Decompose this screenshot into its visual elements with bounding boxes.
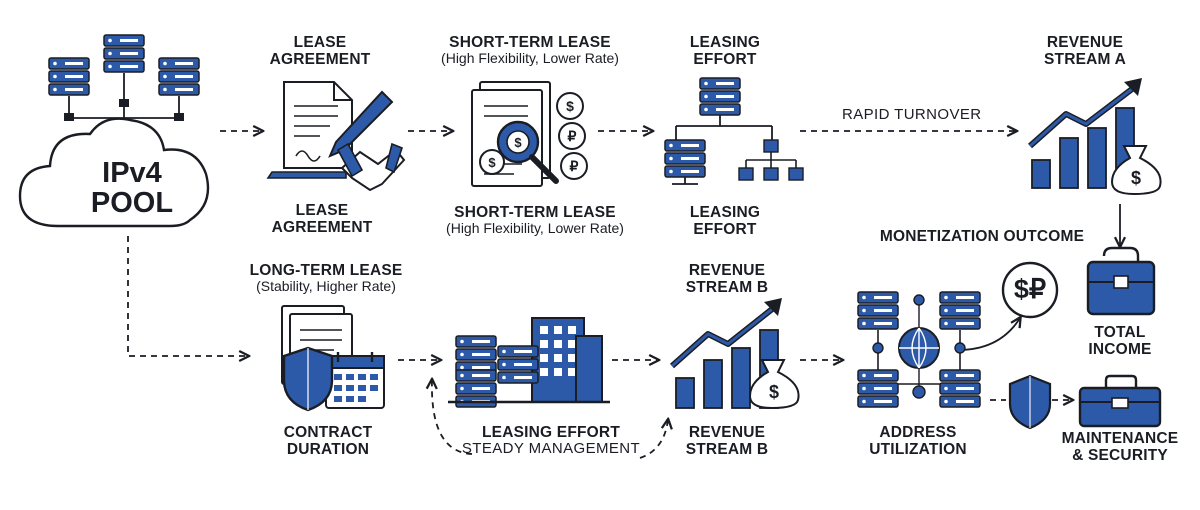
effort-bottom-line1: LEASING [689,204,761,221]
svg-text:$: $ [1131,168,1141,188]
shield-icon [1008,374,1052,430]
contract-line2: DURATION [286,441,370,459]
lease-bottom-line1: LEASE [295,202,349,219]
svg-text:₽: ₽ [570,158,579,174]
lease-agreement-bottom-label: LEASE AGREEMENT [262,202,382,237]
leasing-effort-bottom-label: LEASING EFFORT [670,204,780,239]
magnifier-coins-icon: $ ₽ ₽ $ $ [471,81,588,187]
effort-top-line1: LEASING [689,34,761,51]
total-income-label: TOTAL INCOME [1070,324,1170,359]
outcome-heading-text: MONETIZATION OUTCOME [879,228,1085,245]
revenue-stream-a-label: REVENUE STREAM A [1030,34,1140,69]
server-stack-icon [48,34,200,121]
revenue-a-line1: REVENUE [1046,34,1124,51]
lease-bottom-line2: AGREEMENT [271,219,373,237]
currency-coin-icon [1001,261,1059,319]
revenue-b-bottom-line1: REVENUE [688,424,766,441]
revenue-b-top-line1: REVENUE [688,262,766,279]
leasing-effort-top-label: LEASING EFFORT [670,34,780,69]
ipv4-pool-label: IPv4 POOL [50,158,214,219]
contract-pen-icon [266,81,394,179]
revenue-stream-b-bottom-label: REVENUE STREAM B [672,424,782,459]
money-bag-icon: $ [1110,145,1162,196]
leasing-effort-steady-label: LEASING EFFORT STEADY MANAGEMENT [456,424,646,458]
revenue-a-line2: STREAM A [1044,51,1126,69]
address-utilization-label: ADDRESS UTILIZATION [858,424,978,459]
address-line1: ADDRESS [879,424,957,441]
network-tree-icon [664,77,804,185]
short-bottom-sub: (High Flexibility, Lower Rate) [446,220,624,237]
revenue-stream-b-top-label: REVENUE STREAM B [672,262,782,297]
total-line1: TOTAL [1094,324,1146,341]
lease-top-line2: AGREEMENT [269,51,371,69]
contract-line1: CONTRACT [283,424,373,441]
steady-management-text: STEADY MANAGEMENT [461,440,641,458]
svg-text:$: $ [488,155,496,170]
short-top-title: SHORT-TERM LEASE [449,34,611,51]
globe-network-icon [857,291,981,408]
shield-icon [282,346,334,412]
svg-text:$: $ [514,135,522,150]
datacenter-icon [448,317,610,408]
contract-duration-label: CONTRACT DURATION [268,424,388,459]
leasing-effort-text: LEASING EFFORT [482,424,620,441]
money-bag-icon: $ [748,359,800,410]
svg-text:$: $ [566,98,574,114]
short-term-bottom-label: SHORT-TERM LEASE (High Flexibility, Lowe… [430,204,640,237]
short-bottom-title: SHORT-TERM LEASE [454,204,616,221]
pool-line1: IPv4 [102,157,162,189]
briefcase-icon [1086,246,1156,316]
lease-agreement-top-label: LEASE AGREEMENT [260,34,380,69]
address-line2: UTILIZATION [869,441,967,459]
maintenance-security-label: MAINTENANCE & SECURITY [1050,430,1190,465]
revenue-b-top-line2: STREAM B [685,279,769,297]
long-term-lease-label: LONG-TERM LEASE (Stability, Higher Rate) [236,262,416,295]
effort-top-line2: EFFORT [693,51,757,69]
short-top-sub: (High Flexibility, Lower Rate) [441,50,619,67]
rapid-turnover-label: RAPID TURNOVER [842,106,982,123]
toolbox-icon [1078,374,1162,428]
total-line2: INCOME [1088,341,1152,359]
monetization-outcome-heading: MONETIZATION OUTCOME [870,228,1094,245]
pool-line2: POOL [90,187,174,220]
long-term-sub: (Stability, Higher Rate) [256,278,396,295]
revenue-b-bottom-line2: STREAM B [685,441,769,459]
long-term-title: LONG-TERM LEASE [249,262,403,279]
lease-top-line1: LEASE [293,34,347,51]
currency-symbol-text: $₽ [1013,274,1047,304]
short-term-top-label: SHORT-TERM LEASE (High Flexibility, Lowe… [425,34,635,67]
cloud-icon [18,117,210,228]
effort-bottom-line2: EFFORT [693,221,757,239]
maintenance-line2: & SECURITY [1072,447,1168,465]
maintenance-line1: MAINTENANCE [1061,430,1179,447]
handshake-icon [336,142,406,192]
svg-text:₽: ₽ [568,128,577,144]
flow-arrows [127,131,1072,459]
svg-text:$: $ [769,382,779,402]
